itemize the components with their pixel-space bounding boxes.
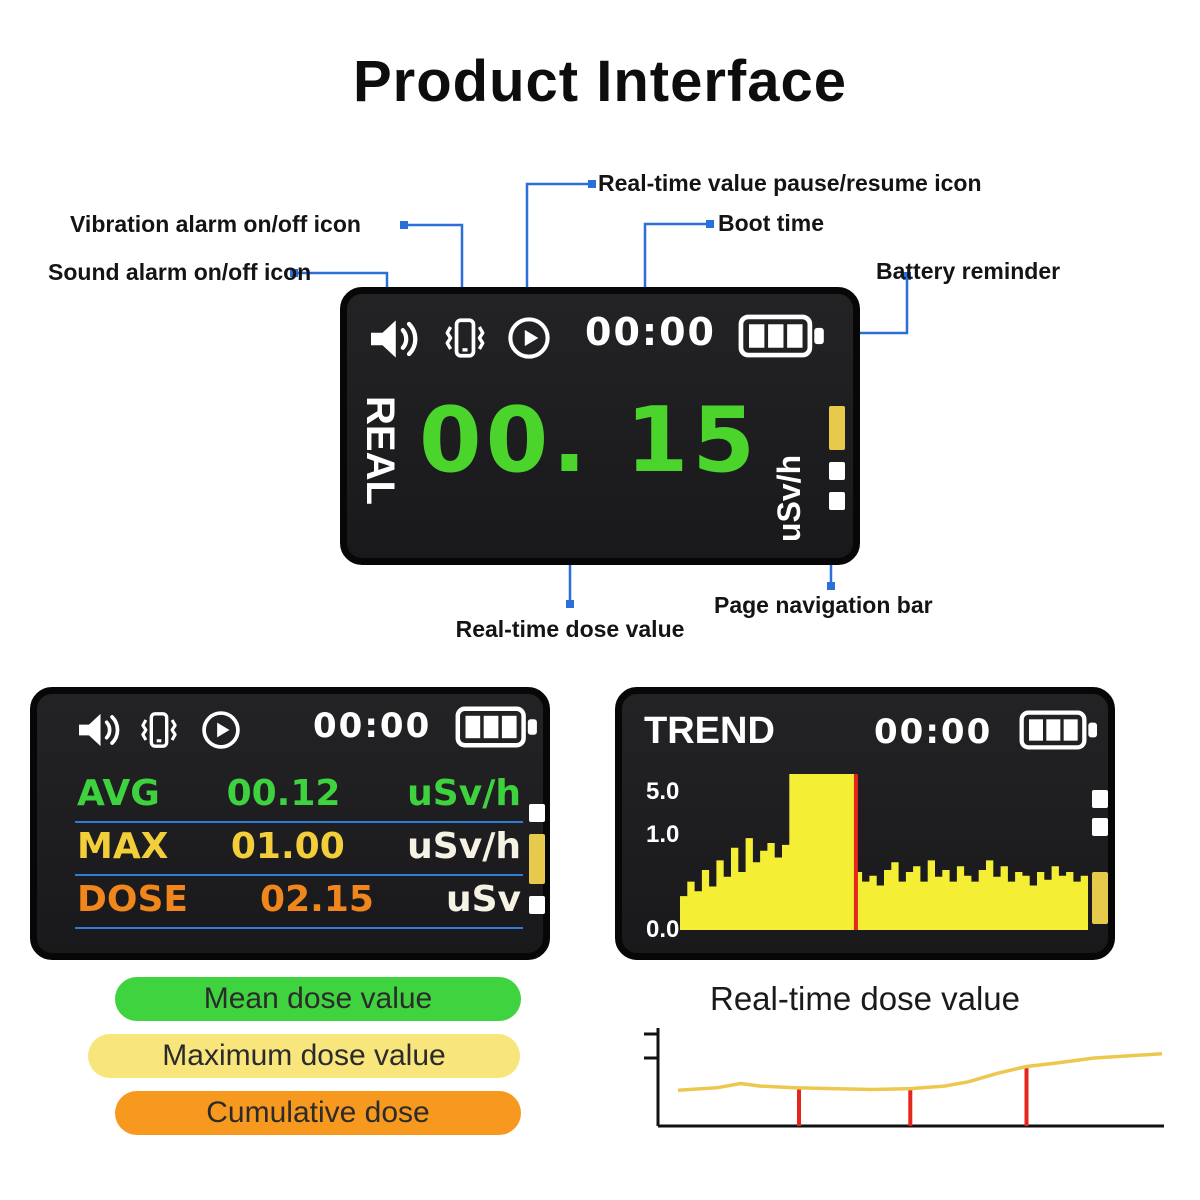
dose-row: DOSE 02.15 uSv [75,876,523,929]
max-unit: uSv/h [407,826,521,867]
page-nav-segment [1092,872,1108,924]
page-title: Product Interface [353,49,847,114]
legend-cumulative-dose: Cumulative dose [115,1091,521,1135]
y-tick-0: 0.0 [646,916,680,943]
realtime-dose-value: 00. 15 [418,388,759,493]
battery-icon [1014,710,1104,750]
stats-rows: AVG 00.12 uSv/h MAX 01.00 uSv/h DOSE 02.… [75,770,523,929]
page-nav-segment [529,896,545,914]
callout-line-battery [852,276,909,335]
boot-time-value: 00:00 [585,310,716,354]
callout-boot-time: Boot time [718,210,825,236]
y-tick-1: 1.0 [646,821,680,848]
dose-value: 02.15 [260,879,374,920]
pause-resume-icon [201,710,241,750]
callout-dose: Real-time dose value [455,616,685,642]
page-nav-segment [1092,818,1108,836]
trend-screen: TREND 00:00 5.0 1.0 0.0 [615,687,1115,960]
boot-time-value: 00:00 [874,712,993,752]
callout-line-vibration [407,223,464,306]
sound-alarm-icon [367,316,421,362]
realtime-dose-mini-chart [644,1028,1164,1128]
dose-label: DOSE [77,879,189,920]
legend-mean-dose: Mean dose value [115,977,521,1021]
vibration-alarm-icon [443,314,487,362]
callout-sound: Sound alarm on/off icon [48,259,312,285]
legend-max-dose: Maximum dose value [88,1034,520,1078]
dose-unit-label: uSv/h [771,454,807,542]
callout-battery: Battery reminder [876,258,1061,284]
stats-screen: 00:00 AVG 00.12 uSv/h MAX 01.00 uSv/h [30,687,550,960]
y-tick-5: 5.0 [646,778,680,805]
avg-value: 00.12 [226,773,341,814]
callout-dots [290,180,911,608]
page-nav-segment [529,804,545,822]
mini-chart-caption: Real-time dose value [710,980,1020,1017]
page-nav-segment [1092,790,1108,808]
pause-resume-icon [507,316,551,360]
battery-icon [453,706,541,748]
callout-line-pause-resume [525,182,590,307]
page-nav-segment [829,462,845,480]
max-label: MAX [77,826,169,867]
trend-chart [680,774,1088,930]
mode-label: REAL [358,396,402,505]
page-nav-segment [829,406,845,450]
sound-alarm-icon [75,710,123,750]
max-value: 01.00 [230,826,345,867]
boot-time-value: 00:00 [313,706,432,746]
avg-label: AVG [77,773,160,814]
page-nav-segment [529,834,545,884]
battery-icon [732,314,832,358]
avg-row: AVG 00.12 uSv/h [75,770,523,823]
vibration-alarm-icon [139,708,179,752]
page-nav-segment [829,492,845,510]
callout-page-nav: Page navigation bar [714,592,933,618]
callout-vibration: Vibration alarm on/off icon [70,211,361,237]
real-screen: 00:00 REAL 00. 15 uSv/h [340,287,860,565]
max-row: MAX 01.00 uSv/h [75,823,523,876]
dose-unit: uSv [445,879,521,920]
callout-line-boot-time [643,222,708,305]
trend-title: TREND [644,710,775,752]
avg-unit: uSv/h [407,773,521,814]
callout-pause-resume: Real-time value pause/resume icon [598,170,982,196]
